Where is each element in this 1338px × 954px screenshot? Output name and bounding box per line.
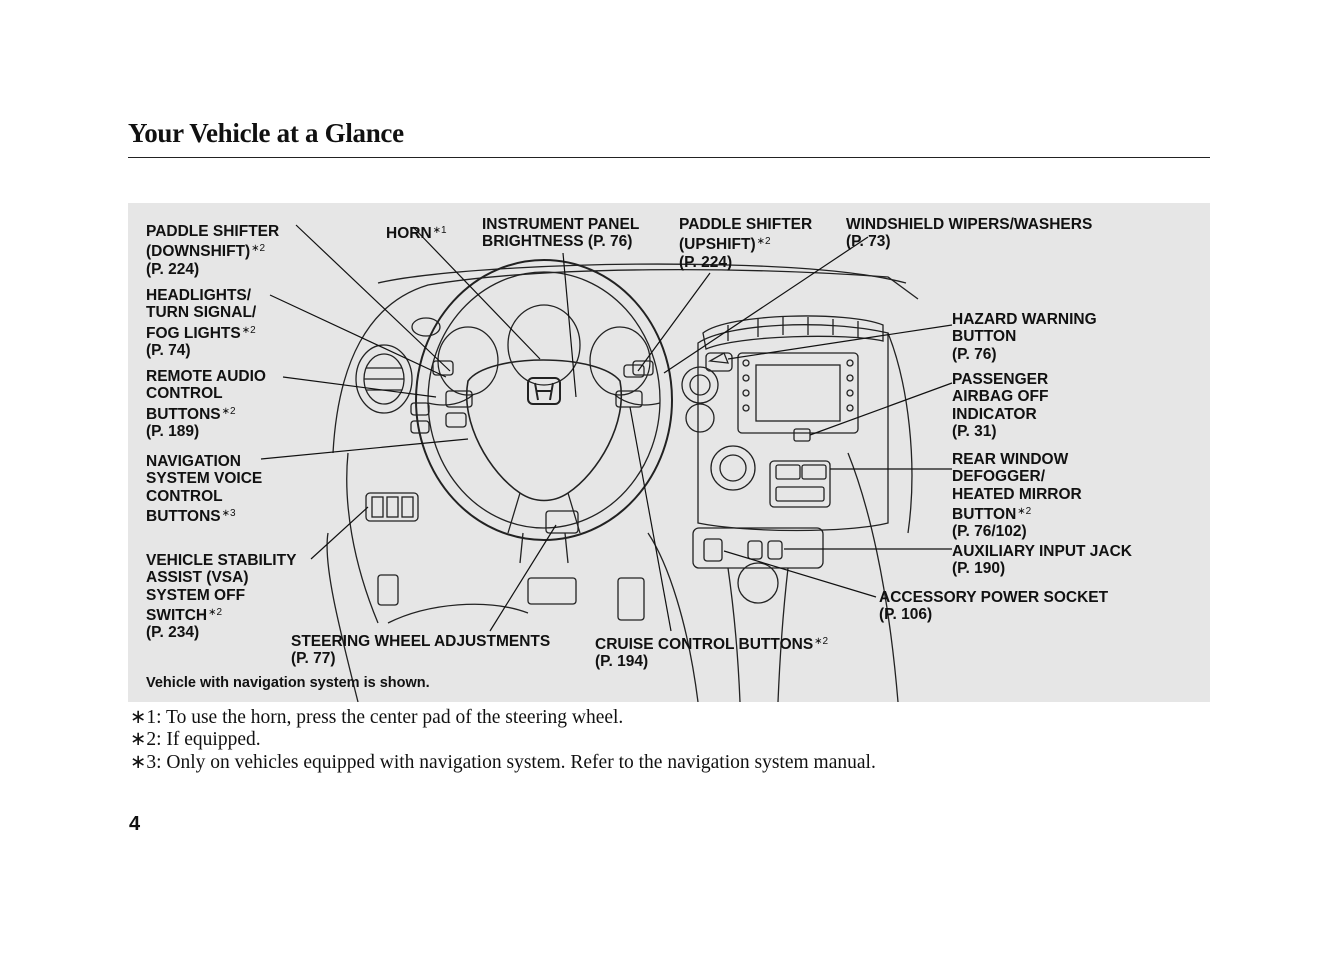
label-steering-wheel-adjustments: STEERING WHEEL ADJUSTMENTS (P. 77) [291, 633, 551, 668]
label-paddle-shifter-upshift: PADDLE SHIFTER (UPSHIFT)∗2 (P. 224) [679, 216, 813, 271]
label-auxiliary-input-jack: AUXILIARY INPUT JACK (P. 190) [952, 543, 1132, 578]
page-number: 4 [129, 813, 141, 835]
footnote: ∗1: To use the horn, press the center pa… [130, 707, 624, 728]
label-accessory-power-socket: ACCESSORY POWER SOCKET (P. 106) [879, 589, 1109, 624]
label-navigation-voice: NAVIGATION SYSTEM VOICE CONTROL BUTTONS∗… [146, 453, 263, 525]
dashboard-figure: PADDLE SHIFTER (DOWNSHIFT)∗2 (P. 224) HO… [128, 203, 1210, 702]
label-instrument-panel-brightness: INSTRUMENT PANEL BRIGHTNESS (P. 76) [482, 216, 640, 251]
label-hazard-warning: HAZARD WARNING BUTTON (P. 76) [952, 311, 1097, 363]
label-remote-audio: REMOTE AUDIO CONTROL BUTTONS∗2 (P. 189) [146, 368, 266, 440]
dashboard-illustration [260, 224, 953, 702]
page-title: Your Vehicle at a Glance [128, 118, 404, 148]
label-vsa-switch: VEHICLE STABILITY ASSIST (VSA) SYSTEM OF… [146, 552, 297, 642]
footnotes: ∗1: To use the horn, press the center pa… [130, 707, 876, 774]
footnote: ∗3: Only on vehicles equipped with navig… [130, 751, 876, 773]
label-windshield-wipers: WINDSHIELD WIPERS/WASHERS (P. 73) [846, 216, 1093, 251]
label-rear-window-defogger: REAR WINDOW DEFOGGER/ HEATED MIRROR BUTT… [952, 451, 1082, 541]
label-paddle-shifter-downshift: PADDLE SHIFTER (DOWNSHIFT)∗2 (P. 224) [146, 223, 280, 278]
label-cruise-control: CRUISE CONTROL BUTTONS∗2 (P. 194) [595, 636, 829, 671]
footnote: ∗2: If equipped. [130, 729, 261, 751]
figure-caption: Vehicle with navigation system is shown. [146, 675, 430, 691]
title-rule [128, 157, 1210, 158]
label-headlights: HEADLIGHTS/ TURN SIGNAL/ FOG LIGHTS∗2 (P… [146, 287, 257, 359]
label-passenger-airbag: PASSENGER AIRBAG OFF INDICATOR (P. 31) [952, 371, 1049, 440]
label-horn: HORN∗1 [386, 225, 447, 242]
